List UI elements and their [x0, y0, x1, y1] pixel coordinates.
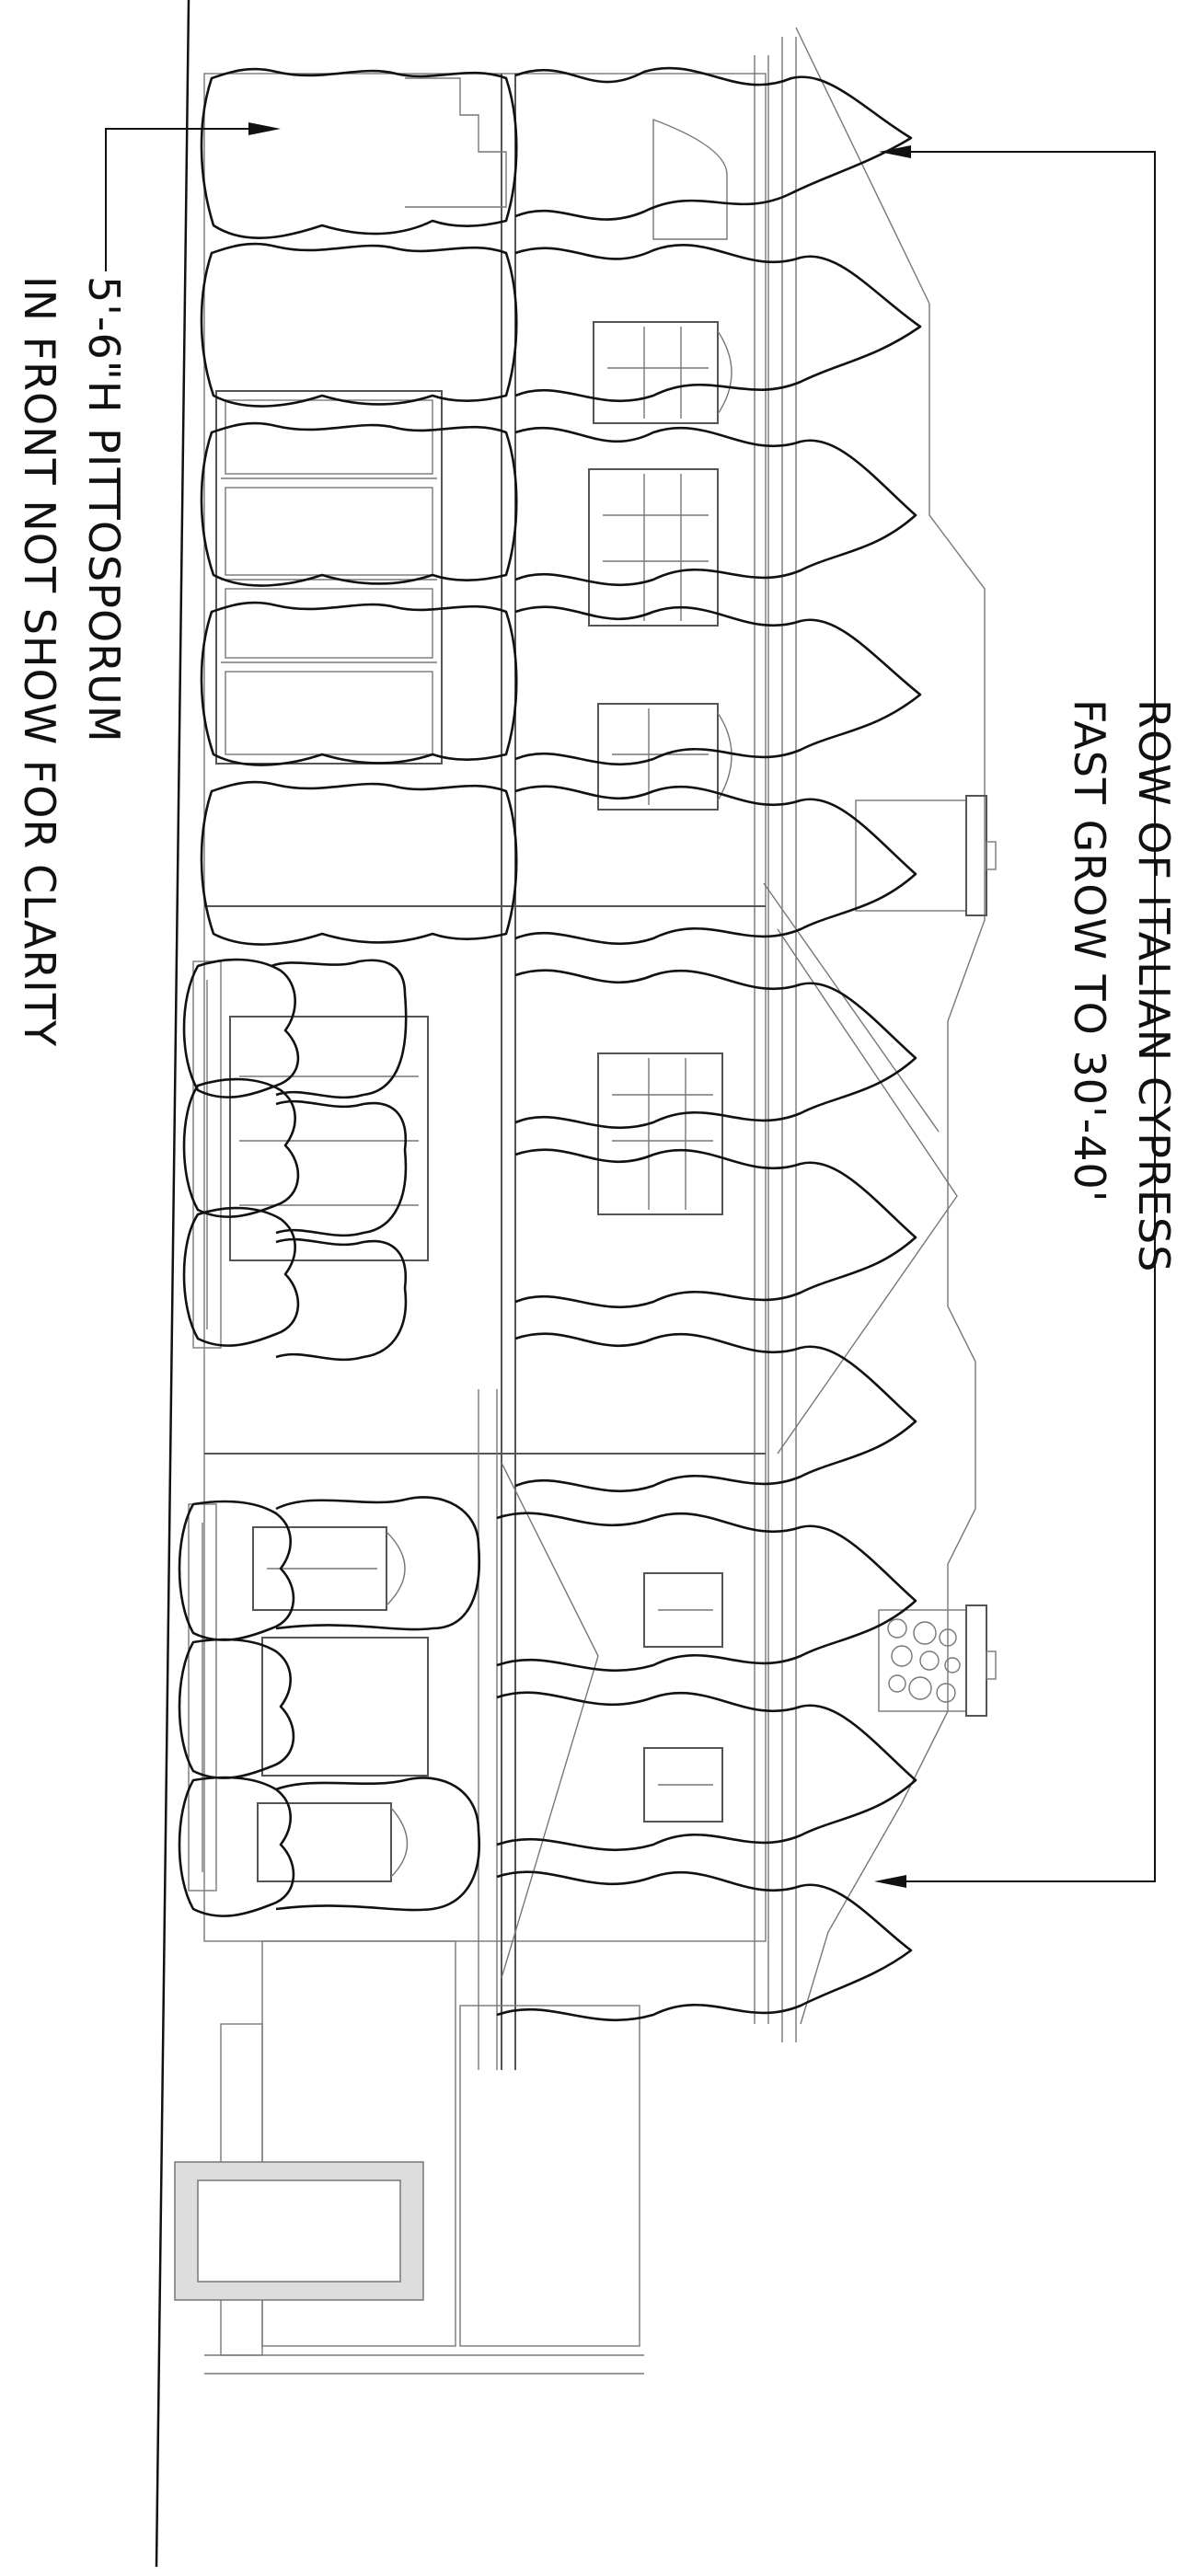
- cypress-tree: [514, 1148, 917, 1309]
- cypress-tree: [514, 969, 917, 1130]
- arched-windows: [252, 1526, 429, 1882]
- cypress-tree: [514, 605, 922, 766]
- arrowhead: [248, 122, 281, 135]
- upper-window-2: [588, 468, 719, 627]
- balustrade-middle: [192, 960, 222, 1349]
- lower-window-middle: [229, 1016, 429, 1261]
- pittosporum-shrub: [275, 1099, 408, 1237]
- pittosporum-shrub: [275, 1496, 481, 1631]
- pittosporum-shrub: [200, 67, 518, 239]
- pittosporum-shrub: [178, 1776, 295, 1917]
- pittosporum-shrub: [275, 1237, 408, 1362]
- note-pittosporum-line2: IN FRONT NOT SHOW FOR CLARITY: [15, 276, 64, 1047]
- pittosporum-shrub: [271, 959, 408, 1099]
- cypress-tree: [514, 1332, 917, 1493]
- upper-window-6: [643, 1747, 723, 1823]
- balustrade-right: [188, 1503, 217, 1892]
- chimney-stone-pattern: [887, 1618, 961, 1703]
- pittosporum-row: [178, 67, 518, 1917]
- note-cypress-line1: ROW OF ITALIAN CYPRESS: [1129, 699, 1179, 1272]
- pittosporum-shrub: [178, 1638, 295, 1779]
- arrowhead: [874, 1875, 906, 1888]
- cypress-tree: [514, 66, 913, 221]
- pittosporum-shrub: [200, 421, 518, 587]
- cypress-tree: [514, 426, 917, 587]
- upper-window-4: [597, 1052, 723, 1215]
- pittosporum-shrub: [200, 601, 518, 766]
- cypress-tree: [496, 1691, 917, 1852]
- building-elevation: [174, 27, 997, 2375]
- pittosporum-shrub: [182, 1077, 300, 1218]
- cypress-tree: [514, 785, 917, 946]
- cypress-leader: [874, 145, 1156, 1888]
- pittosporum-shrub: [182, 1206, 300, 1347]
- pittosporum-shrub: [200, 242, 518, 408]
- cypress-tree: [514, 244, 922, 403]
- upper-window-3: [597, 703, 732, 811]
- pittosporum-shrub: [275, 1777, 481, 1912]
- pittosporum-shrub: [178, 1500, 295, 1641]
- note-cypress-line2: FAST GROW TO 30'-40': [1065, 699, 1114, 1202]
- arrowhead: [879, 145, 911, 158]
- cypress-tree: [496, 1870, 913, 2022]
- cypress-tree: [496, 1512, 917, 1673]
- upper-window-1: [593, 321, 732, 424]
- note-pittosporum-line1: 5'-6"H PITTOSPORUM: [79, 276, 129, 743]
- cypress-row: [496, 66, 922, 2022]
- upper-window-5: [643, 1572, 723, 1648]
- pittosporum-shrub: [182, 958, 300, 1098]
- pittosporum-leader: [105, 122, 281, 271]
- ground-line: [155, 0, 190, 2568]
- pittosporum-shrub: [200, 780, 518, 946]
